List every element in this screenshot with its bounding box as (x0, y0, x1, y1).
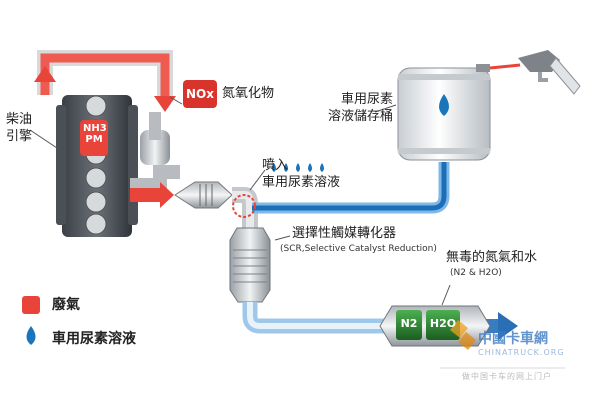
urea-supply-line (232, 162, 450, 218)
water-drop-icon (26, 326, 36, 345)
injection-label-line2: 車用尿素溶液 (262, 174, 341, 190)
red-square-icon (22, 296, 40, 314)
engine-label-line1: 柴油 (6, 112, 33, 127)
engine-label-line2: 引擎 (6, 128, 33, 144)
mixer-unit (174, 181, 233, 209)
tank-label: 車用尿素 溶液儲存桶 (303, 92, 393, 126)
drop-icon (284, 163, 288, 172)
watermark-brand-cn: 中國卡車網 (478, 331, 548, 347)
nh3-label: NH3 (83, 123, 107, 134)
exhaust-out-arrow-icon (160, 182, 174, 208)
clean-output-unit (379, 305, 491, 347)
drop-icon (308, 163, 312, 172)
engine-label: 柴油 引擎 (6, 112, 32, 146)
watermark-logo (440, 320, 565, 369)
pm-label: PM (85, 134, 103, 145)
urea-drops (272, 163, 324, 172)
watermark-slogan: 做中国卡车的网上门户 (462, 372, 552, 381)
drop-icon (296, 163, 300, 172)
tank-label-line1: 車用尿素 (340, 92, 393, 107)
output-sublabel: (N2 & H2O) (450, 268, 502, 278)
nh3-pm-badge: NH3 PM (83, 123, 107, 145)
exhaust-arrow-down-icon (154, 96, 176, 112)
scr-sublabel: (SCR,Selective Catalyst Reduction) (280, 244, 437, 254)
urea-tank (397, 64, 491, 161)
exhaust-manifold (130, 112, 180, 208)
exhaust-arrow-up-icon (34, 66, 56, 82)
injection-point-marker (232, 194, 256, 218)
diesel-engine (56, 95, 138, 237)
drop-icon (272, 163, 276, 172)
output-arrow-icon (498, 312, 518, 340)
injection-label: 噴入 車用尿素溶液 (262, 158, 340, 192)
tank-label-line2: 溶液儲存桶 (327, 108, 393, 124)
nh3-pm-highlight (80, 120, 108, 156)
n2-label: N2 (400, 317, 418, 330)
water-drop-icon (439, 94, 449, 116)
watermark-brand-en: CHINATRUCK.ORG (478, 348, 565, 357)
scr-catalyst (229, 227, 271, 303)
h2o-label: H2O (429, 317, 457, 330)
drop-icon (320, 163, 324, 172)
nox-label: 氮氧化物 (222, 86, 275, 101)
output-label: 無毒的氮氣和水 (446, 250, 538, 265)
refill-nozzle-icon (489, 50, 581, 95)
legend-urea-label: 車用尿素溶液 (52, 331, 136, 347)
scr-label: 選擇性觸媒轉化器 (292, 226, 397, 241)
nox-badge: NOx (183, 80, 217, 108)
exhaust-loop-pipe (34, 50, 176, 112)
legend-exhaust-label: 廢氣 (52, 297, 80, 313)
injection-label-line1: 噴入 (262, 158, 289, 173)
leader-lines (29, 96, 451, 306)
